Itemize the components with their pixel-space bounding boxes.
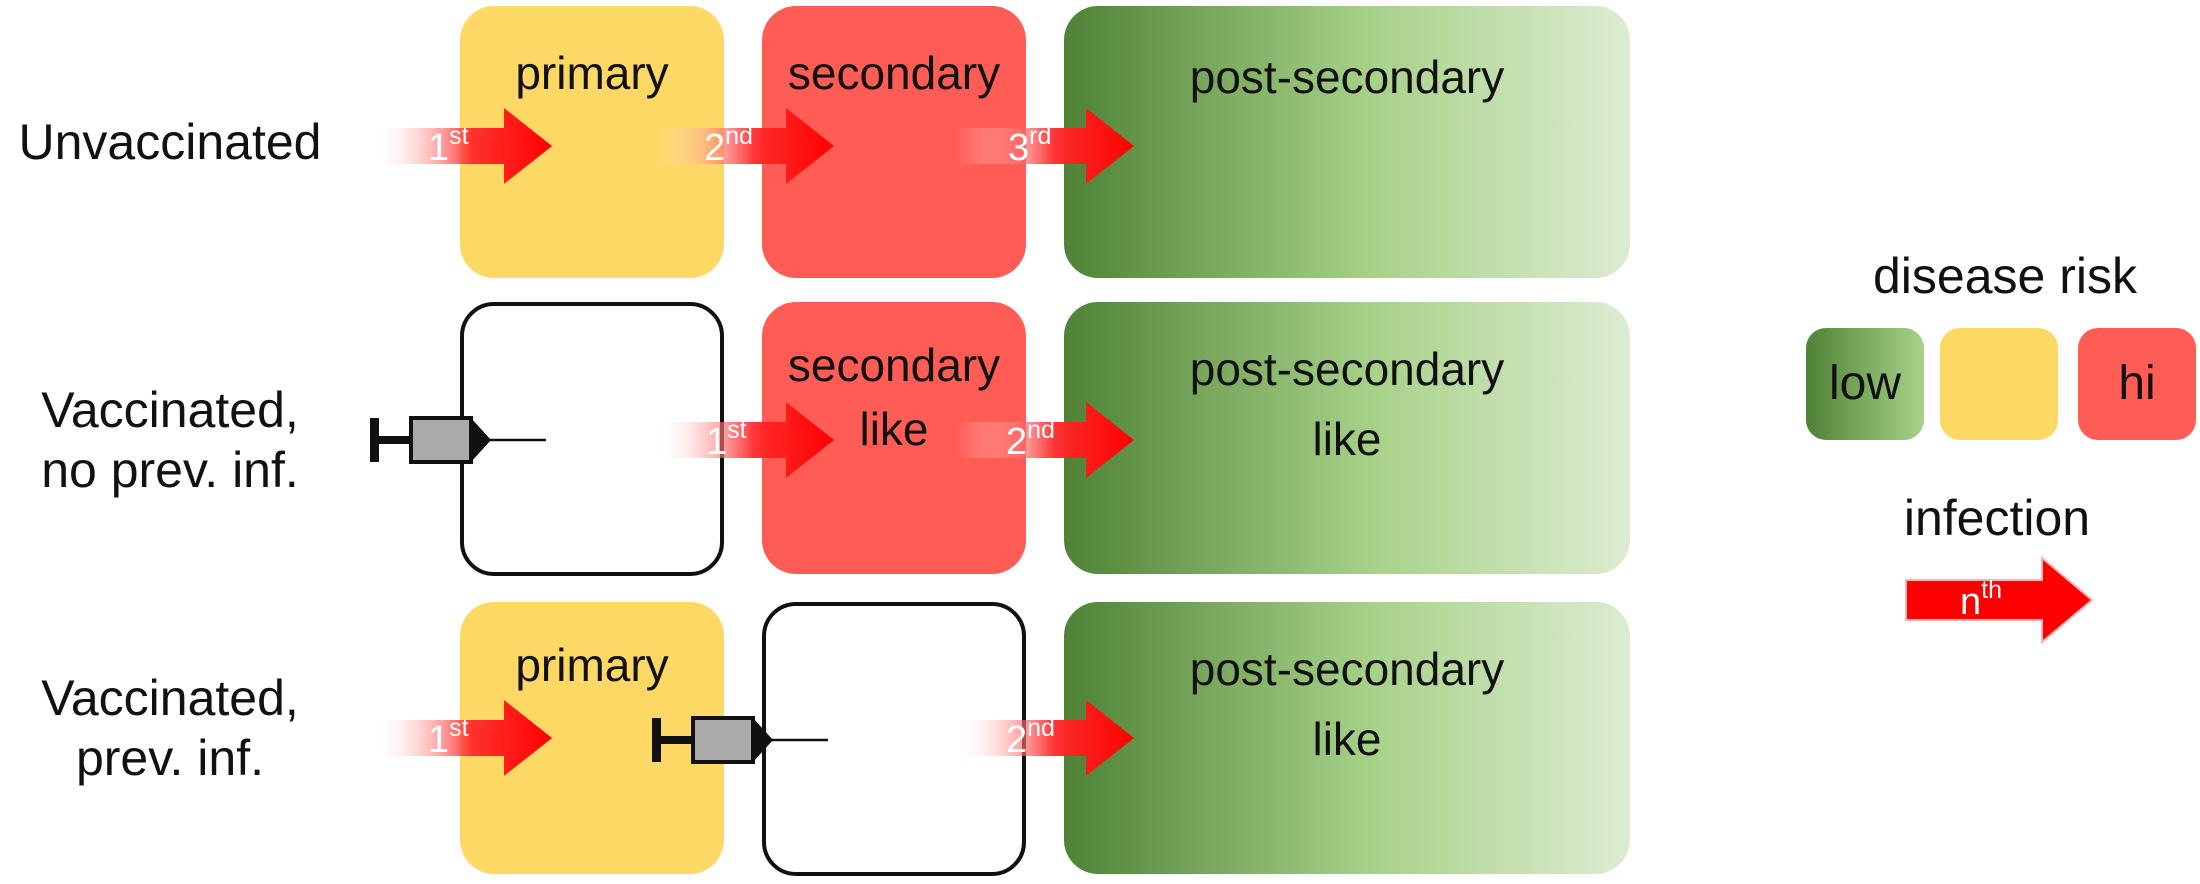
- box-label: primary: [515, 639, 669, 691]
- box-label-line2: like: [1312, 413, 1382, 465]
- arrow-icon: [374, 700, 552, 776]
- infection-arrow-1st-row1: 1st: [374, 108, 552, 184]
- box-post-secondary-like-row2: post-secondary like: [1064, 302, 1630, 574]
- arrow-icon: [656, 402, 834, 478]
- row-label-vaccinated-no-prev-inf: Vaccinated, no prev. inf.: [41, 382, 299, 498]
- legend-swatch-low: low: [1806, 328, 1924, 440]
- legend-infection-title: infection: [1903, 490, 2091, 546]
- box-label-line1: post-secondary: [1189, 643, 1505, 695]
- infection-arrow-1st-row2: 1st: [656, 402, 834, 478]
- infection-arrow-1st-row3: 1st: [374, 700, 552, 776]
- box-label: primary: [515, 47, 669, 99]
- arrow-icon: [956, 108, 1134, 184]
- legend-disease-risk-title: disease risk: [1873, 248, 2137, 304]
- box-post-secondary-row1: post-secondary: [1064, 6, 1630, 278]
- infection-arrow-2nd-row3: 2nd: [956, 700, 1134, 776]
- arrow-icon: [1905, 555, 2094, 645]
- box-label-line2: like: [859, 403, 929, 455]
- box-label-line1: secondary: [787, 339, 1001, 391]
- syringe-icon: [652, 716, 828, 764]
- legend-hi-label: hi: [2118, 357, 2156, 410]
- legend-infection-arrow: nth: [1904, 555, 2094, 645]
- legend-swatch-mid: [1940, 328, 2058, 440]
- arrow-icon: [956, 402, 1134, 478]
- syringe-icon: [370, 416, 546, 464]
- arrow-icon: [374, 108, 552, 184]
- box-label: post-secondary: [1189, 51, 1505, 103]
- legend-swatch-hi: hi: [2078, 328, 2196, 440]
- legend-low-label: low: [1828, 357, 1902, 410]
- infection-arrow-3rd-row1: 3rd: [956, 108, 1134, 184]
- box-label-line2: like: [1312, 713, 1382, 765]
- row-label-vaccinated-prev-inf: Vaccinated, prev. inf.: [41, 670, 299, 786]
- box-label: secondary: [787, 47, 1001, 99]
- row-label-unvaccinated: Unvaccinated: [18, 114, 322, 170]
- box-primary-row3: primary: [460, 602, 724, 874]
- arrow-icon: [956, 700, 1134, 776]
- infection-arrow-2nd-row2: 2nd: [956, 402, 1134, 478]
- infection-arrow-2nd-row1: 2nd: [656, 108, 834, 184]
- arrow-icon: [656, 108, 834, 184]
- box-post-secondary-like-row3: post-secondary like: [1064, 602, 1630, 874]
- box-label-line1: post-secondary: [1189, 343, 1505, 395]
